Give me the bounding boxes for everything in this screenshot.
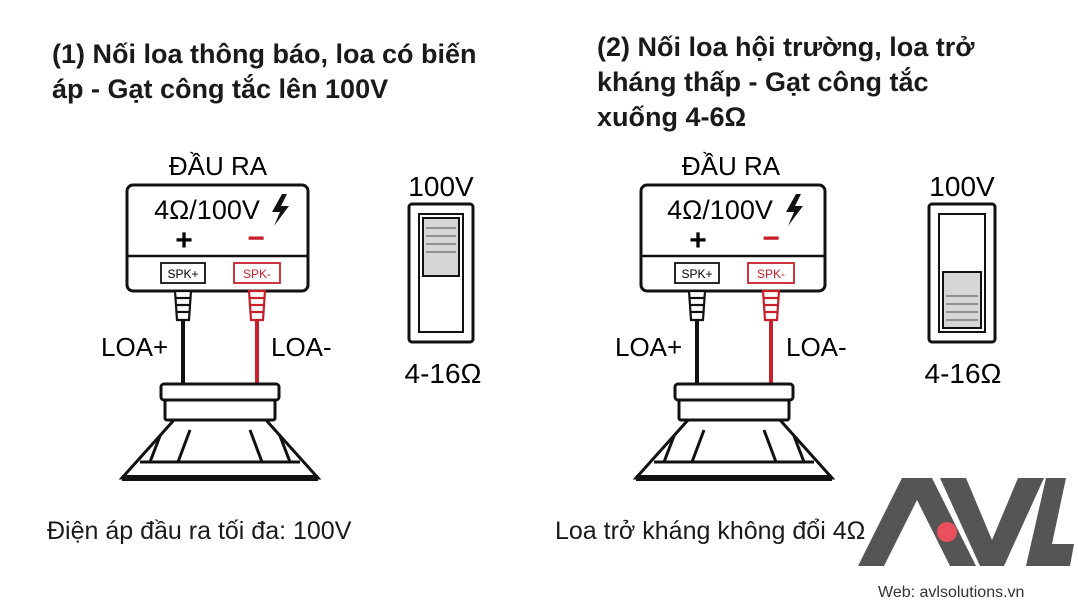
panel1-connector-neg <box>247 289 267 330</box>
panel2-plus: + <box>689 224 707 257</box>
panel2-wire-pos-label: LOA+ <box>615 332 682 362</box>
panel2-switch-knob <box>942 271 982 329</box>
lightning-bolt-icon <box>786 194 803 226</box>
panel2-minus: − <box>762 222 780 255</box>
panel2-spk-pos: SPK+ <box>681 267 712 281</box>
panel1-spk-pos: SPK+ <box>167 267 198 281</box>
avl-logo <box>858 478 1074 566</box>
panel1-footer: Điện áp đầu ra tối đa: 100V <box>47 517 352 545</box>
panel2-connector-pos <box>687 289 707 330</box>
panel2-diagram: ĐẦU RA 4Ω/100V + − SPK+ SPK- LOA+ LOA- <box>615 151 1002 481</box>
panel2-output-title: ĐẦU RA <box>682 151 781 181</box>
panel1-switch-top-label: 100V <box>408 171 474 202</box>
panel2-output-rating: 4Ω/100V <box>667 195 773 225</box>
panel2-switch-bottom-label: 4-16Ω <box>925 358 1002 389</box>
website-text: Web: avlsolutions.vn <box>878 584 1025 601</box>
panel2-switch <box>927 202 997 344</box>
panel2-heading: (2) Nối loa hội trường, loa trở kháng th… <box>597 32 975 132</box>
panel1-connector-pos <box>173 289 193 330</box>
panel2-footer: Loa trở kháng không đổi 4Ω <box>555 517 866 545</box>
panel2-wire-neg-label: LOA- <box>786 332 847 362</box>
panel1-output-rating: 4Ω/100V <box>154 195 260 225</box>
avl-logo-text: AVL <box>1068 468 1070 471</box>
panel1-switch <box>407 202 475 344</box>
panel2-connector-neg <box>761 289 781 330</box>
panel2-spk-neg: SPK- <box>757 267 785 281</box>
panel1-wire-neg-label: LOA- <box>271 332 332 362</box>
panel1-switch-knob <box>422 217 460 277</box>
panel1-plus: + <box>175 224 193 257</box>
panel1-speaker <box>118 382 322 481</box>
panel1-diagram: ĐẦU RA 4Ω/100V + − SPK+ SPK- LOA+ LOA- <box>101 151 482 481</box>
panel1-wire-pos-label: LOA+ <box>101 332 168 362</box>
panel1-switch-bottom-label: 4-16Ω <box>405 358 482 389</box>
panel2-switch-top-label: 100V <box>929 171 995 202</box>
panel2-speaker <box>632 382 836 481</box>
panel1-output-title: ĐẦU RA <box>169 151 268 181</box>
panel1-heading: (1) Nối loa thông báo, loa có biến áp - … <box>52 39 477 104</box>
panel1-spk-neg: SPK- <box>243 267 271 281</box>
panel1-minus: − <box>247 222 265 255</box>
lightning-bolt-icon <box>272 194 289 226</box>
